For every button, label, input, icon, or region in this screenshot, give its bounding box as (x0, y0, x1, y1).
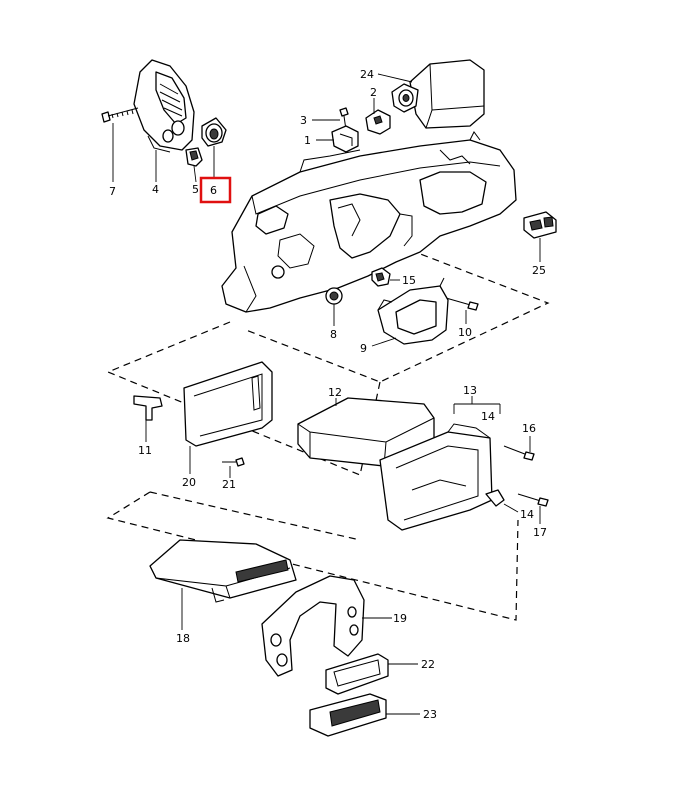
part-7-screw (101, 107, 139, 123)
callout-6: 6 (210, 184, 217, 197)
part-15-clip (371, 267, 391, 287)
callout-25: 25 (532, 264, 546, 277)
callout-22: 22 (421, 658, 435, 671)
part-14-clip (485, 489, 505, 507)
callout-11: 11 (138, 444, 152, 457)
part-25-switch (523, 211, 557, 239)
part-23-vent-insert (309, 693, 387, 737)
dashboard-carrier (221, 131, 517, 313)
part-8-round-plug (325, 287, 343, 305)
part-2-bracket (365, 109, 391, 135)
callout-13: 13 (463, 384, 477, 397)
part-21-screw (222, 457, 245, 467)
part-9-center-frame (377, 277, 449, 345)
part-11-bracket (133, 395, 163, 421)
part-13-holder-frame (379, 423, 493, 531)
part-24-airbag-module (391, 59, 485, 129)
part-4-side-vent-housing (133, 59, 195, 153)
callout-12: 12 (328, 386, 342, 399)
callout-17: 17 (533, 526, 547, 539)
part-5-clip (185, 147, 203, 167)
assembly-outlines (106, 249, 550, 621)
leader-lines (112, 73, 541, 715)
callout-23: 23 (423, 708, 437, 721)
callout-19: 19 (393, 612, 407, 625)
part-1-bracket (331, 125, 359, 153)
part-17-screw (517, 493, 549, 507)
callout-24: 24 (360, 68, 374, 81)
part-19-center-trim (261, 575, 365, 677)
callout-21: 21 (222, 478, 236, 491)
part-22-frame (325, 653, 389, 695)
callout-20: 20 (182, 476, 196, 489)
callout-9: 9 (360, 342, 367, 355)
part-16-screw (503, 445, 535, 461)
callout-7: 7 (109, 185, 116, 198)
callout-labels: 1 2 3 4 5 6 7 8 9 10 11 12 13 14 14 15 1… (109, 68, 547, 721)
callout-14-lower: 14 (520, 508, 534, 521)
callout-14-upper: 14 (481, 410, 495, 423)
part-10-screw (445, 297, 479, 311)
callout-15: 15 (402, 274, 416, 287)
callout-18: 18 (176, 632, 190, 645)
callout-5: 5 (192, 183, 199, 196)
callout-2: 2 (370, 86, 377, 99)
callout-3: 3 (300, 114, 307, 127)
callout-10: 10 (458, 326, 472, 339)
part-6-round-grommet (201, 117, 227, 147)
part-18-center-vent (149, 539, 297, 603)
callout-4: 4 (152, 183, 159, 196)
callout-1: 1 (304, 134, 311, 147)
callout-8: 8 (330, 328, 337, 341)
callout-16: 16 (522, 422, 536, 435)
highlight-box-callout-6 (199, 176, 232, 204)
part-20-left-bracket (183, 361, 273, 447)
